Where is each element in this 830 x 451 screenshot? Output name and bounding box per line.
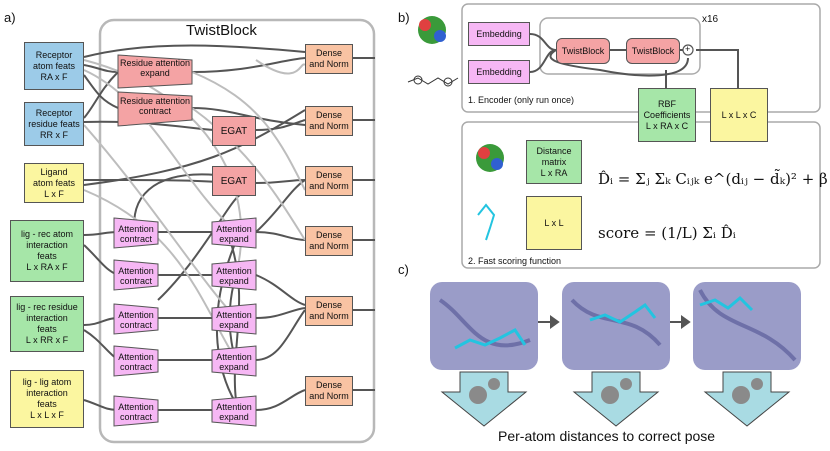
attention-contract-1: Attention contract <box>118 224 154 244</box>
input-lig-lig-atom: lig - lig atom interaction feats L x L x… <box>10 370 84 428</box>
residue-attention-expand: Residue attention expand <box>119 58 191 78</box>
residue-attention-expand-shape <box>117 54 193 89</box>
scoring-caption: 2. Fast scoring function <box>468 256 562 266</box>
residue-attention-contract-shape <box>117 91 193 127</box>
twistblock-box-1: TwistBlock <box>556 38 610 64</box>
pose-image-1 <box>430 282 538 370</box>
ligand-icon-2 <box>477 203 496 241</box>
lxl-matrix: L x L <box>526 196 582 250</box>
encoder-lines <box>529 33 739 90</box>
panel-b-label: b) <box>398 10 410 25</box>
dense-norm-1: Dense and Norm <box>305 44 353 74</box>
egat-2: EGAT <box>212 166 256 196</box>
dense-norm-6: Dense and Norm <box>305 376 353 406</box>
ligand-icon-1 <box>407 75 459 87</box>
pose-image-2 <box>562 282 670 370</box>
attention-contract-shapes <box>113 217 159 427</box>
embedding-box-1: Embedding <box>468 22 530 46</box>
pose-arrows <box>538 315 691 329</box>
repeat-count: x16 <box>702 14 719 25</box>
scoring-panel <box>461 121 821 269</box>
embedding-box-2: Embedding <box>468 60 530 84</box>
panel-c-label: c) <box>398 262 409 277</box>
attention-expand-2: Attention expand <box>216 266 252 286</box>
panel-a-label: a) <box>4 10 16 25</box>
twistblock-title: TwistBlock <box>186 22 257 39</box>
attention-expand-5: Attention expand <box>216 402 252 422</box>
equation-score: score = (1/L) Σᵢ D̂ᵢ <box>598 224 736 242</box>
attention-expand-3: Attention expand <box>216 310 252 330</box>
protein-icon-1 <box>418 16 446 44</box>
dense-norm-3: Dense and Norm <box>305 166 353 196</box>
distance-matrix: Distance matrix L x RA <box>526 140 582 184</box>
twistblock-box-2: TwistBlock <box>626 38 680 64</box>
dense-norm-5: Dense and Norm <box>305 296 353 326</box>
plus-sign: + <box>685 44 691 54</box>
protein-icon-2 <box>476 144 504 172</box>
dense-norm-4: Dense and Norm <box>305 226 353 256</box>
input-receptor-atom: Receptor atom feats RA x F <box>24 42 84 90</box>
attention-contract-3: Attention contract <box>118 310 154 330</box>
twistblock-container <box>98 18 376 444</box>
input-ligand-atom: Ligand atom feats L x F <box>24 163 84 203</box>
llc-tensor: L x L x C <box>710 88 768 142</box>
input-lig-rec-atom: lig - rec atom interaction feats L x RA … <box>10 220 84 282</box>
egat-1: EGAT <box>212 116 256 146</box>
dense-norm-2: Dense and Norm <box>305 106 353 136</box>
equation-distance: D̂ᵢ = Σⱼ Σₖ Cᵢⱼₖ e^(dᵢⱼ − d̃ₖ)² + β <box>598 170 828 188</box>
input-lig-rec-residue: lig - rec residue interaction feats L x … <box>10 296 84 352</box>
attention-expand-4: Attention expand <box>216 352 252 372</box>
input-receptor-residue: Receptor residue feats RR x F <box>24 102 84 146</box>
attention-contract-5: Attention contract <box>118 402 154 422</box>
attention-expand-shapes <box>211 217 257 427</box>
residue-attention-contract: Residue attention contract <box>119 96 191 116</box>
encoder-caption: 1. Encoder (only run once) <box>468 95 575 105</box>
panel-c-caption: Per-atom distances to correct pose <box>498 428 716 444</box>
gear-icons <box>469 378 763 404</box>
attention-contract-4: Attention contract <box>118 352 154 372</box>
rbf-coefficients: RBF Coefficients L x RA x C <box>638 88 696 142</box>
attention-contract-2: Attention contract <box>118 266 154 286</box>
pose-images <box>430 282 801 370</box>
plus-circle <box>682 44 694 56</box>
attention-expand-1: Attention expand <box>216 224 252 244</box>
